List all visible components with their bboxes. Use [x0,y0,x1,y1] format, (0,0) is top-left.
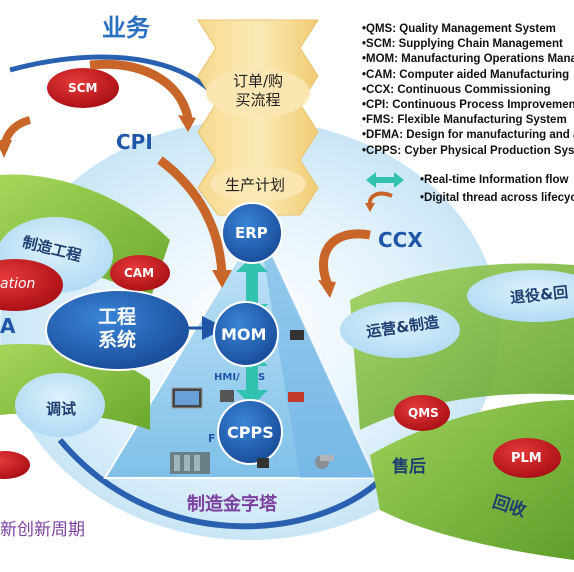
legend-item: •FMS: Flexible Manufacturing System [362,114,567,127]
operation-ellipse [340,302,460,358]
order-process-label: 订单/购 买流程 [232,72,284,109]
ation-ellipse [0,259,63,311]
erp-label: ERP [235,224,268,242]
engineering-system-ellipse [45,289,191,371]
hmi-fragment-label: HMI/ [214,372,240,383]
legend-symbol-text: •Digital thread across lifecycle [420,192,574,204]
digital-thread-arrows [0,59,371,298]
debug-label: 调试 [46,400,77,418]
qms-label: QMS [408,406,439,420]
legend-item: •CPI: Continuous Process Improvement [362,99,574,112]
abbreviation-legend: •QMS: Quality Management System •SCM: Su… [362,22,574,159]
cpi-label: CPI [116,130,153,154]
legend-item: •MOM: Manufacturing Operations Managemen… [362,53,574,66]
business-stream [197,19,319,216]
curved-arrow-icon [365,191,393,212]
qms-ellipse [394,395,450,431]
legend-item: •SCM: Supplying Chain Management [362,38,563,51]
engineering-system-label: 工程 系统 [98,306,137,351]
plm-label: PLM [511,451,542,466]
cpps-node [217,399,283,465]
debug-ellipse [15,373,105,437]
decommission-ellipse [467,270,574,322]
plm-ellipse [493,438,561,478]
ation-fragment-label: ation [0,276,36,292]
ccx-label: CCX [378,228,423,252]
cpps-label: CPPS [227,423,274,442]
scm-ellipse [47,68,119,108]
legend-item: •CCX: Continuous Commissioning [362,83,551,96]
erp-node [221,202,283,264]
mom-label: MOM [221,325,267,344]
pyramid-shade [258,225,375,478]
production-plan-label: 生产计划 [225,176,286,194]
legend-item: •QMS: Quality Management System [362,23,556,35]
scm-label: SCM [68,81,98,95]
cam-label: CAM [124,266,155,280]
a-fragment-label: A [0,314,16,338]
symbol-legend: •Real-time Information flow •Digital thr… [362,172,574,208]
business-title: 业务 [102,14,150,42]
equipment-images [170,330,334,474]
legend-symbol-text: •Real-time Information flow [420,174,569,186]
cam-ellipse [110,255,170,291]
mom-node [213,301,279,367]
small-red-ellipse [0,451,30,479]
legend-symbol-row: •Digital thread across lifecycle [362,190,574,208]
double-arrow-icon [366,172,404,188]
legend-item: •DFMA: Design for manufacturing and asse… [362,129,574,142]
f-fragment-label: F [208,432,216,445]
legend-symbol-row: •Real-time Information flow [362,172,574,190]
cycle-arc-bottom [57,438,393,530]
s-fragment-label: S [258,372,266,383]
legend-item: •CPPS: Cyber Physical Production System [362,144,574,157]
legend-item: •CAM: Computer aided Manufacturing [362,68,570,81]
after-sales-label: 售后 [392,457,426,477]
pyramid-label: 制造金字塔 [187,494,277,515]
innovation-cycle-label: 新创新周期 [0,520,85,540]
